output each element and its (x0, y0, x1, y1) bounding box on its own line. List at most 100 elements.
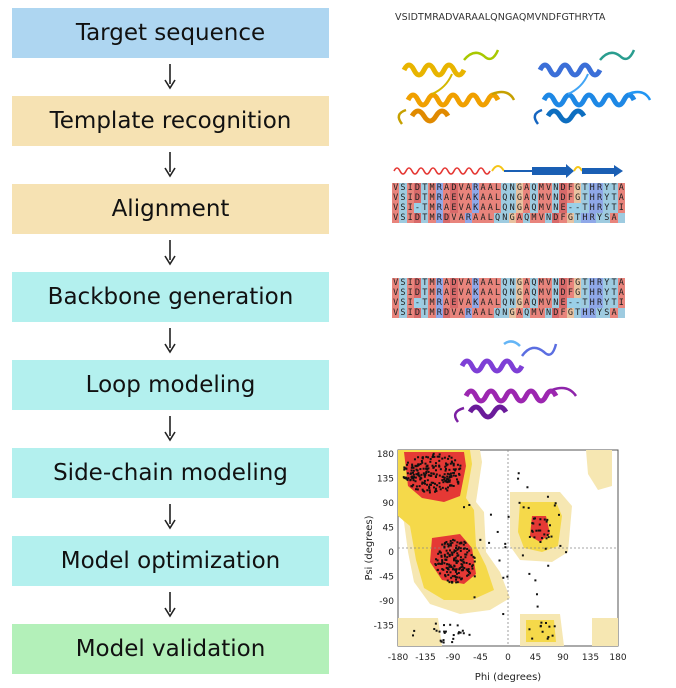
residue-point (456, 548, 459, 551)
residue-point (441, 543, 444, 546)
residue: Q (501, 183, 509, 193)
residue-point (451, 641, 454, 644)
residue-point (536, 605, 539, 608)
x-tick-label: 90 (557, 653, 569, 663)
residue: D (413, 308, 422, 318)
residue-point (411, 465, 414, 468)
target-sequence-text: VSIDTMRADVARAALQNGAQMVNDFGTHRYTA (395, 12, 606, 23)
residue-point (460, 559, 463, 562)
y-tick-label: 180 (377, 450, 394, 460)
residue: K (472, 203, 480, 213)
residue-point (423, 482, 426, 485)
arrow-down-icon (162, 590, 178, 618)
residue-point (457, 547, 460, 550)
residue-point (433, 455, 436, 458)
residue-point (446, 489, 449, 492)
residue: I (406, 183, 414, 193)
residue-point (444, 465, 447, 468)
residue-point (427, 474, 430, 477)
residue: R (435, 203, 443, 213)
residue-point (439, 572, 442, 575)
residue-point (438, 465, 441, 468)
residue-point (446, 475, 449, 478)
residue-point (454, 469, 457, 472)
y-axis-label: Psi (degrees) (364, 515, 375, 580)
residue-point (443, 456, 446, 459)
residue: R (595, 203, 604, 213)
residue-point (432, 472, 435, 475)
residue: V (392, 298, 400, 308)
residue-point (442, 641, 445, 644)
residue: L (493, 183, 502, 193)
residue: E (559, 298, 567, 308)
residue-point (452, 462, 455, 465)
residue: T (421, 278, 429, 288)
residue-point (443, 478, 446, 481)
residue-point (531, 530, 534, 533)
residue: V (392, 213, 400, 223)
residue: R (435, 288, 443, 298)
residue: V (544, 203, 553, 213)
residue: Y (603, 193, 611, 203)
residue-point (403, 468, 406, 471)
residue-point (507, 515, 510, 518)
residue: F (566, 183, 575, 193)
residue-point (422, 467, 425, 470)
residue-point (441, 559, 444, 562)
residue: R (435, 278, 443, 288)
residue-point (427, 467, 430, 470)
residue-point (455, 547, 458, 550)
residue-point (451, 541, 454, 544)
residue-point (445, 464, 448, 467)
residue-point (502, 613, 505, 616)
step-backbone-generation: Backbone generation (12, 272, 329, 322)
residue: S (399, 183, 407, 193)
residue-point (473, 556, 476, 559)
residue: V (450, 213, 458, 223)
residue-point (553, 504, 556, 507)
residue-point (439, 562, 442, 565)
residue-point (418, 485, 421, 488)
residue-point (452, 464, 455, 467)
residue: M (428, 193, 436, 203)
residue-point (410, 472, 413, 475)
residue-point (415, 473, 418, 476)
residue: M (428, 213, 436, 223)
residue: H (581, 213, 589, 223)
residue-point (440, 555, 443, 558)
residue: A (464, 278, 473, 288)
residue: A (442, 298, 451, 308)
residue: V (537, 308, 545, 318)
residue-point (443, 476, 446, 479)
residue-point (461, 629, 464, 632)
residue: Q (501, 193, 509, 203)
residue-point (559, 544, 562, 547)
residue-point (547, 529, 550, 532)
residue-point (442, 481, 445, 484)
y-tick-label: -45 (379, 573, 394, 583)
residue: T (610, 193, 618, 203)
arrow-down-icon (162, 150, 178, 178)
residue-point (446, 481, 449, 484)
residue: E (559, 203, 567, 213)
residue-point (443, 631, 446, 634)
residue-point (425, 455, 428, 458)
residue: N (552, 203, 560, 213)
residue-point (473, 575, 476, 578)
residue-point (459, 558, 462, 561)
residue: N (552, 278, 560, 288)
residue: R (464, 308, 473, 318)
x-tick-label: 180 (609, 653, 626, 663)
residue: T (574, 308, 582, 318)
residue: A (464, 183, 473, 193)
residue: V (457, 193, 465, 203)
residue-point (443, 555, 446, 558)
residue: Q (501, 288, 509, 298)
residue-point (452, 637, 455, 640)
residue: D (413, 288, 422, 298)
residue-point (434, 563, 437, 566)
residue-point (539, 625, 542, 628)
residue-point (417, 472, 420, 475)
residue: I (406, 278, 414, 288)
step-template-recognition: Template recognition (12, 96, 329, 146)
